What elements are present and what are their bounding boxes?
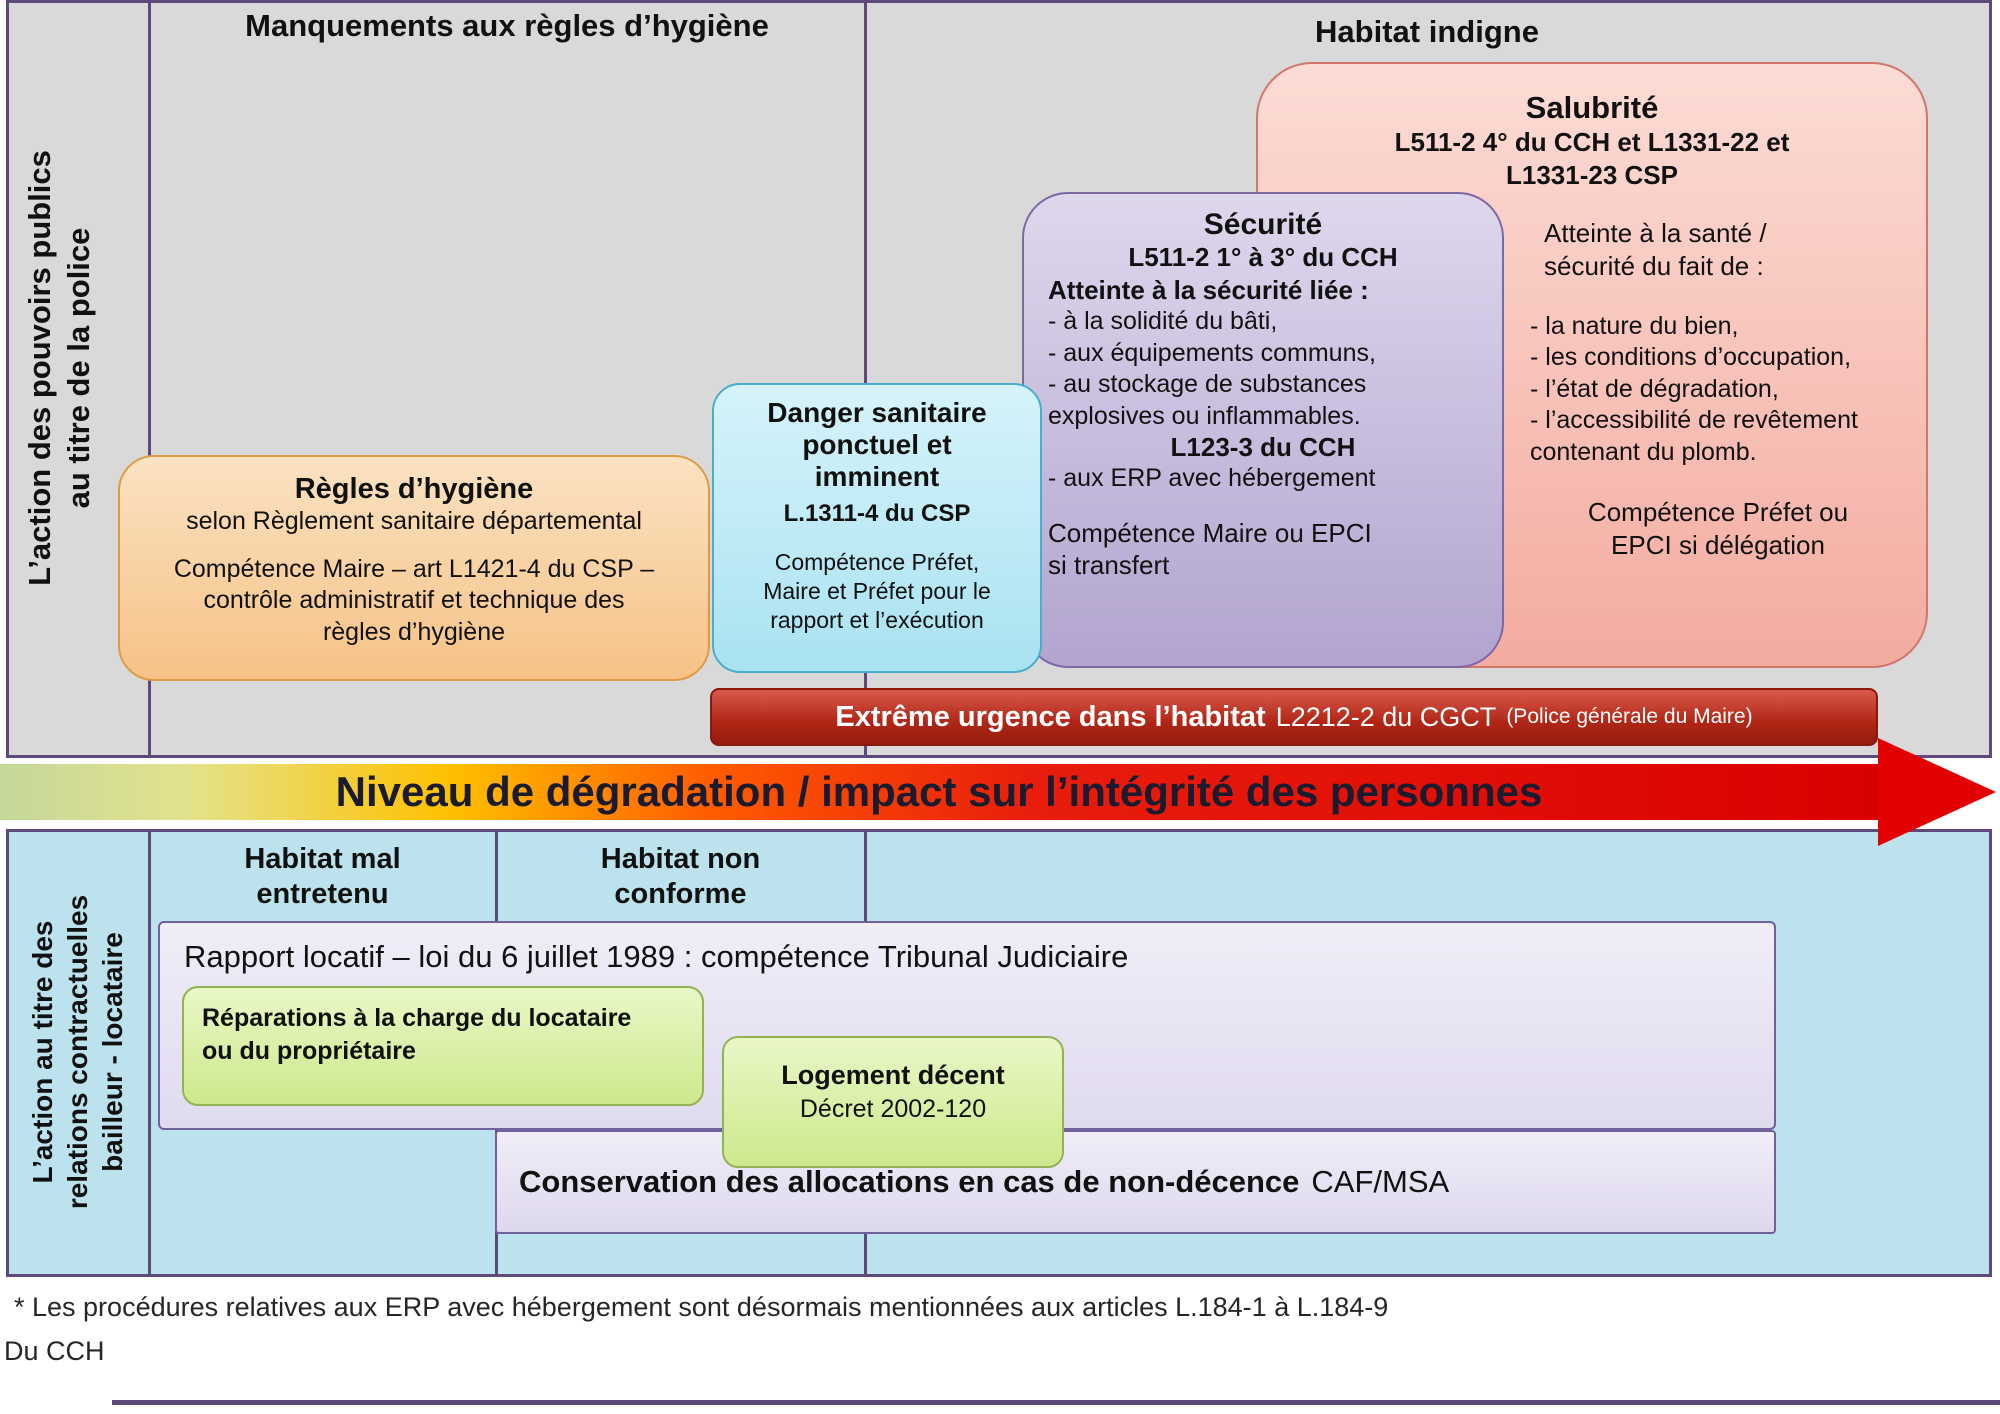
- divider-top-columns: [864, 3, 867, 757]
- hygiene-subtitle: selon Règlement sanitaire départemental: [186, 507, 642, 535]
- divider-bottom-axis-label: [148, 832, 151, 1274]
- securite-intro: Atteinte à la sécurité liée :: [1048, 275, 1369, 305]
- header-habitat-mal-entretenu: Habitat mal entretenu: [244, 843, 401, 910]
- footnote-line2: Du CCH: [4, 1336, 105, 1366]
- header-habitat-non-conforme: Habitat non conforme: [600, 843, 761, 910]
- securite-competence: Compétence Maire ou EPCI si transfert: [1048, 517, 1372, 581]
- danger-reference: L.1311-4 du CSP: [783, 499, 971, 527]
- conservation-org-text: CAF/MSA: [1311, 1164, 1450, 1199]
- urgence-bold-text: Extrême urgence dans l’habitat: [835, 700, 1266, 733]
- danger-sanitaire-box: Danger sanitaire ponctuel et imminent L.…: [712, 383, 1042, 673]
- extreme-urgence-banner: Extrême urgence dans l’habitat L2212-2 d…: [710, 688, 1878, 746]
- securite-reference: L511-2 1° à 3° du CCH: [1128, 242, 1398, 272]
- axis-label-contractual: L’action au titre des relations contract…: [26, 894, 128, 1210]
- axis-label-public-powers: L’action des pouvoirs publics au titre d…: [22, 150, 96, 586]
- logement-decent-title: Logement décent: [781, 1060, 1005, 1090]
- degradation-arrow-head: [1878, 738, 1996, 846]
- securite-title: Sécurité: [1203, 208, 1323, 241]
- bottom-border-rule: [112, 1400, 2000, 1405]
- urgence-note: (Police générale du Maire): [1506, 705, 1753, 728]
- degradation-arrow-body: [0, 764, 1878, 820]
- reparations-box: Réparations à la charge du locataire ou …: [182, 986, 704, 1106]
- logement-decent-reference: Décret 2002-120: [799, 1095, 987, 1123]
- salubrite-intro: Atteinte à la santé / sécurité du fait d…: [1544, 218, 1767, 281]
- danger-title: Danger sanitaire ponctuel et imminent: [767, 397, 987, 493]
- regles-hygiene-box: Règles d’hygiène selon Règlement sanitai…: [118, 455, 710, 681]
- salubrite-bullets: - la nature du bien, - les conditions d’…: [1530, 311, 1858, 466]
- conservation-allocations-box: Conservation des allocations en cas de n…: [495, 1130, 1776, 1234]
- securite-bullets: - à la solidité du bâti, - aux équipemen…: [1048, 307, 1376, 430]
- conservation-bold-text: Conservation des allocations en cas de n…: [519, 1164, 1300, 1199]
- divider-top-axis-label: [148, 3, 151, 757]
- hygiene-title: Règles d’hygiène: [294, 473, 534, 505]
- rapport-locatif-text: Rapport locatif – loi du 6 juillet 1989 …: [184, 939, 1129, 974]
- hygiene-competence: Compétence Maire – art L1421-4 du CSP – …: [173, 554, 655, 646]
- urgence-reference: L2212-2 du CGCT: [1275, 701, 1497, 732]
- logement-decent-box: Logement décent Décret 2002-120: [722, 1036, 1064, 1168]
- danger-competence: Compétence Préfet, Maire et Préfet pour …: [763, 548, 991, 633]
- footnote-line1: * Les procédures relatives aux ERP avec …: [14, 1292, 1389, 1322]
- degradation-arrow-label: Niveau de dégradation / impact sur l’int…: [335, 768, 1543, 815]
- header-habitat-indigne: Habitat indigne: [1315, 14, 1539, 49]
- header-manquements-hygiene: Manquements aux règles d’hygiène: [245, 8, 769, 43]
- salubrite-competence: Compétence Préfet ou EPCI si délégation: [1587, 497, 1849, 560]
- securite-reference-2: L123-3 du CCH: [1170, 432, 1356, 462]
- securite-bullet-erp: - aux ERP avec hébergement: [1048, 464, 1376, 492]
- salubrite-title: Salubrité: [1525, 90, 1659, 125]
- securite-box: Sécurité L511-2 1° à 3° du CCH Atteinte …: [1022, 192, 1504, 668]
- salubrite-reference: L511-2 4° du CCH et L1331-22 et L1331-23…: [1394, 127, 1790, 190]
